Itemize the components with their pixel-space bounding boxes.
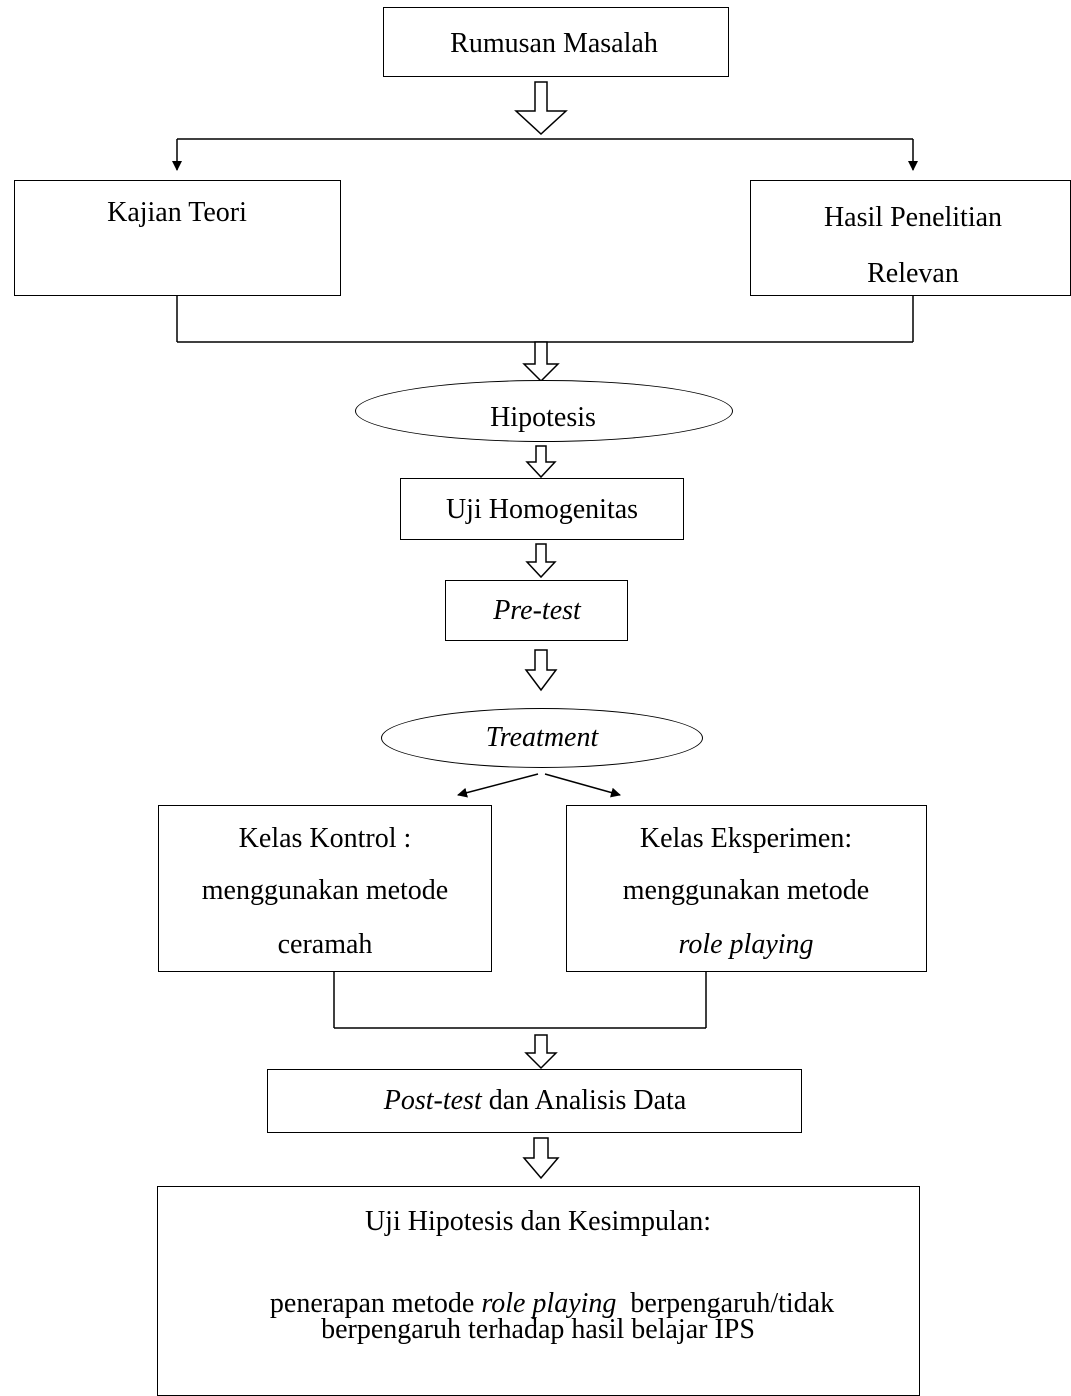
hollow-arrow-3: [525, 445, 557, 479]
posttest-box: [267, 1069, 802, 1133]
arrow-to-kontrol: [457, 773, 539, 798]
kelas-kontrol-box: [158, 805, 492, 972]
rumusan-masalah-label: Rumusan Masalah: [450, 28, 658, 59]
posttest-label-italic: Post-test: [383, 1085, 482, 1116]
hollow-arrow-1: [514, 81, 568, 136]
hipotesis-label: Hipotesis: [490, 402, 596, 433]
hasil-penelitian-line1: Hasil Penelitian: [823, 202, 1003, 233]
kajian-teori-label: Kajian Teori: [107, 197, 247, 228]
posttest-label-rest: dan Analisis Data: [481, 1085, 687, 1116]
hollow-arrow-7: [522, 1137, 560, 1180]
treatment-label: Treatment: [485, 722, 599, 753]
kajian-teori-box: [14, 180, 341, 296]
kesimpulan-line2-a: penerapan metode: [269, 1288, 482, 1319]
kesimpulan-line3: berpengaruh terhadap hasil belajar IPS: [321, 1314, 755, 1345]
pretest-label: Pre-test: [493, 595, 581, 626]
kesimpulan-line2-c: berpengaruh/tidak: [616, 1288, 835, 1319]
hasil-penelitian-box: [750, 180, 1071, 296]
arrow-to-eksperimen: [544, 773, 621, 798]
kelas-kontrol-line1: Kelas Kontrol :: [238, 823, 412, 854]
kelas-eksperimen-line2: menggunakan metode: [622, 875, 870, 906]
kelas-kontrol-line2: menggunakan metode: [201, 875, 449, 906]
kelas-eksperimen-line3: role playing: [678, 929, 814, 960]
uji-homogenitas-box: [400, 478, 684, 540]
rumusan-masalah-box: [383, 7, 729, 77]
hasil-penelitian-line2: Relevan: [867, 258, 959, 289]
kesimpulan-line2: penerapan metode role playing berpengaru…: [242, 1262, 834, 1346]
posttest-label: Post-test dan Analisis Data: [384, 1087, 687, 1115]
hollow-arrow-2: [522, 341, 560, 383]
hollow-arrow-4: [525, 543, 557, 579]
pretest-box: [445, 580, 628, 641]
kelas-eksperimen-line1: Kelas Eksperimen:: [639, 823, 853, 854]
hollow-arrow-5: [524, 649, 558, 692]
hollow-arrow-6: [524, 1034, 558, 1070]
hipotesis-ellipse: [355, 380, 733, 442]
kelas-eksperimen-box: [566, 805, 927, 972]
kesimpulan-line2-b: role playing: [481, 1288, 617, 1319]
uji-homogenitas-label: Uji Homogenitas: [445, 494, 639, 525]
kesimpulan-box: [157, 1186, 920, 1396]
kelas-kontrol-line3: ceramah: [277, 929, 373, 960]
kesimpulan-line1: Uji Hipotesis dan Kesimpulan:: [364, 1206, 712, 1237]
treatment-ellipse: [381, 708, 703, 768]
